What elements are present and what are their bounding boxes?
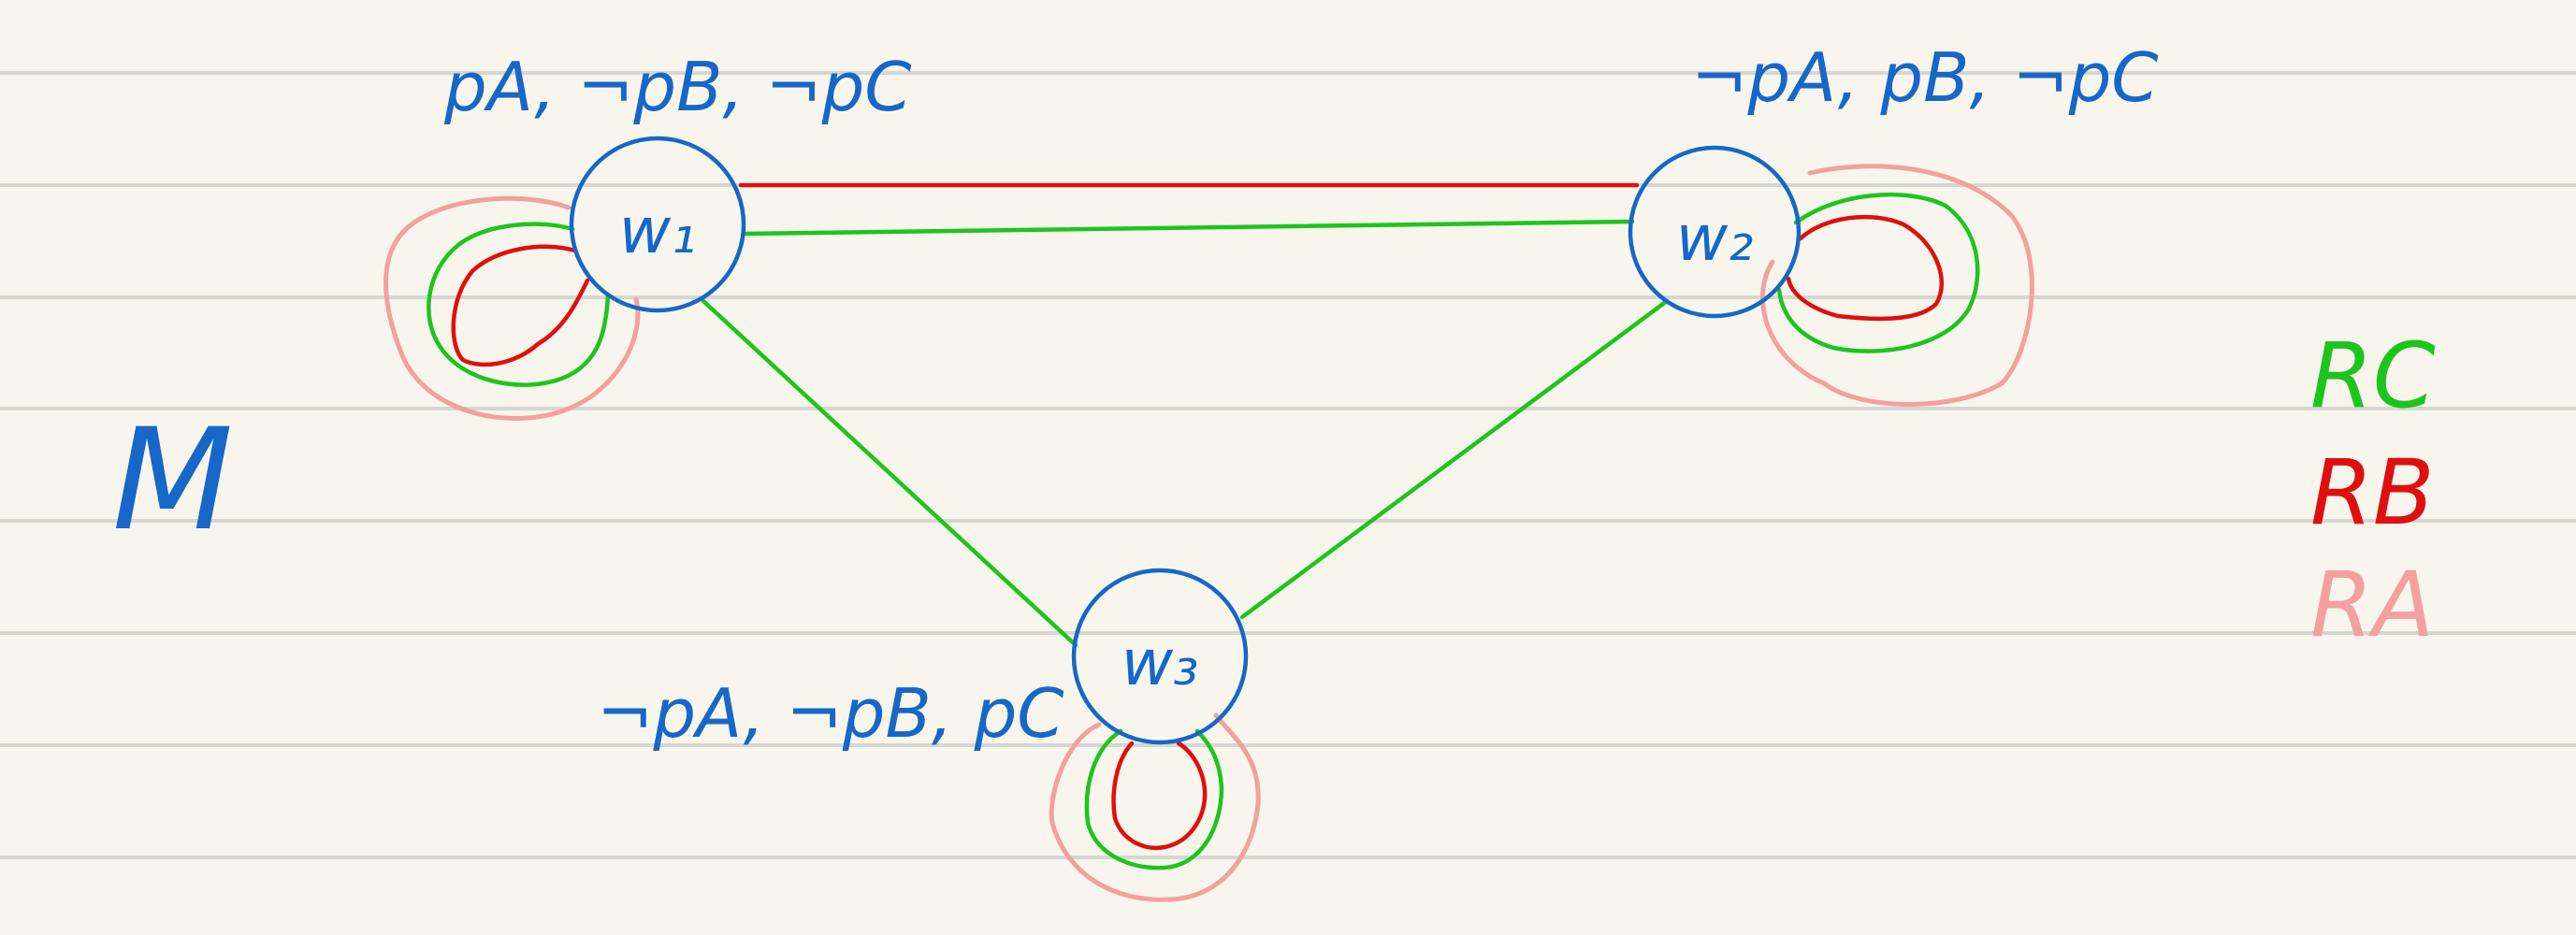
ra-loop-w3 xyxy=(1049,712,1261,902)
model-label: M xyxy=(112,399,233,562)
valuation-w1: pA, ¬pB, ¬pC xyxy=(443,48,912,126)
rb-loop-w3 xyxy=(1111,741,1208,851)
relation-rb xyxy=(451,182,1945,851)
ra-loop-w1 xyxy=(384,195,641,421)
legend-rb: RB xyxy=(2310,440,2435,545)
ra-loop-w2 xyxy=(1759,164,2034,407)
world-label-w2: w₂ xyxy=(1676,202,1754,276)
worlds xyxy=(569,136,1802,745)
relation-rc xyxy=(427,193,1980,870)
rc-edge-w1-w3 xyxy=(701,298,1078,648)
valuation-w3: ¬pA, ¬pB, pC xyxy=(597,674,1064,753)
world-label-w1: w₁ xyxy=(619,194,697,268)
relation-legend: RC RB RA xyxy=(2310,324,2436,657)
ruled-lines xyxy=(0,71,2576,859)
world-node-w3 xyxy=(1071,568,1249,745)
rc-edge-w1-w2 xyxy=(741,219,1635,237)
legend-ra: RA xyxy=(2310,553,2434,657)
rb-loop-w1 xyxy=(451,244,590,367)
rc-loop-w1 xyxy=(427,222,611,387)
world-node-w2 xyxy=(1628,145,1802,319)
valuation-w2: ¬pA, pB, ¬pC xyxy=(1691,38,2159,117)
relation-ra-loops xyxy=(384,164,2034,902)
world-label-w3: w₃ xyxy=(1122,626,1199,700)
world-node-w1 xyxy=(569,136,746,313)
legend-rc: RC xyxy=(2310,324,2436,428)
rc-edge-w2-w3 xyxy=(1239,298,1670,620)
rc-loop-w2 xyxy=(1776,193,1980,353)
rb-loop-w2 xyxy=(1786,214,1945,322)
rc-loop-w3 xyxy=(1084,728,1224,870)
